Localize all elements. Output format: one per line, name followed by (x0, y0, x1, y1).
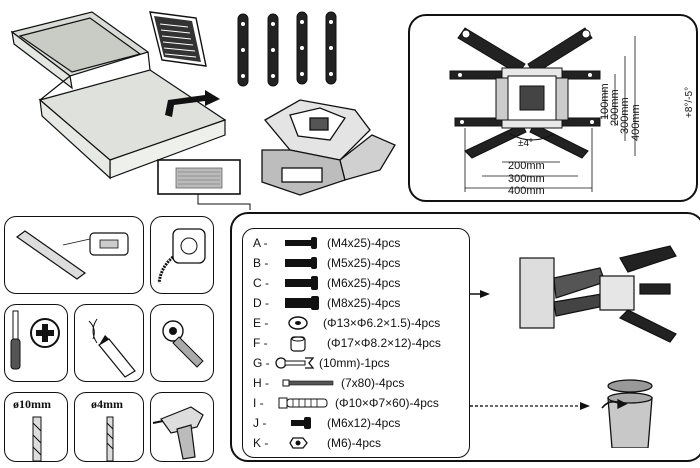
part-letter: C - (253, 276, 269, 290)
metal-drill-size: ø4mm (91, 397, 123, 411)
ratchet-wrench-icon (162, 320, 204, 368)
masonry-drill-bit-tool: ø10mm (4, 392, 68, 462)
rod-icon (282, 379, 334, 387)
wrench-icon (275, 357, 315, 369)
power-drill-tool (150, 392, 214, 462)
vesa-horizontal-300: 300mm (508, 173, 545, 185)
small-bolt-icon (291, 417, 311, 429)
rotation-label: ±4° (518, 138, 534, 149)
bracket-arm-upper-right (527, 27, 593, 75)
washer-icon (288, 316, 308, 330)
part-spec: (M6x12)-4pcs (327, 416, 401, 430)
power-drill-icon (152, 406, 204, 460)
part-letter: F - (253, 336, 268, 350)
anchor-icon (278, 397, 328, 409)
spirit-level-icon (15, 230, 129, 280)
arrow-icon (580, 402, 590, 410)
vesa-bracket-diagram (449, 27, 636, 192)
marking-pencil-tool (74, 304, 144, 382)
vesa-dimension-panel: 100mm 200mm 300mm 400mm 200mm 300mm 400m… (408, 14, 698, 202)
trash-bin-icon (601, 379, 653, 448)
part-letter: A - (253, 236, 268, 250)
part-spec: (M6x25)-4pcs (327, 276, 401, 290)
bolt-icon (285, 276, 318, 290)
part-letter: G - (253, 356, 270, 370)
pencil-icon (88, 318, 136, 378)
spacer-icon (290, 336, 306, 352)
parts-bag-illustration (157, 159, 241, 195)
tape-measure-icon (157, 228, 206, 284)
part-letter: I - (253, 396, 264, 410)
part-letter: D - (253, 296, 269, 310)
part-letter: B - (253, 256, 269, 270)
part-spec: (Φ13×Φ6.2×1.5)-4pcs (323, 316, 441, 330)
required-tools-grid: ø10mm ø4mm (0, 212, 220, 462)
open-box-illustration (10, 11, 227, 180)
connector-line (197, 194, 251, 210)
socket-wrench-tool (150, 304, 214, 382)
part-spec: (M6)-4pcs (327, 436, 382, 450)
part-letter: H - (253, 376, 269, 390)
masonry-drill-size: ø10mm (13, 397, 51, 411)
spirit-level-tool (4, 216, 144, 294)
wall-plate-illustration (261, 99, 396, 196)
assembly-result-illustration (470, 245, 677, 448)
manual-illustration (149, 11, 207, 67)
vesa-horizontal-200: 200mm (508, 160, 545, 172)
bracket-arm-bottom-left (464, 123, 527, 159)
metal-drill-bit-tool: ø4mm (74, 392, 144, 462)
vesa-horizontal-400: 400mm (508, 185, 545, 197)
package-contents-illustration (10, 11, 396, 210)
bolt-icon (285, 296, 319, 310)
hardware-parts-list: A - (M4x25)-4pcs B - (M5x25)-4pcs C - (M… (242, 228, 470, 458)
part-spec: (M5x25)-4pcs (327, 256, 401, 270)
bolt-icon (285, 237, 317, 249)
arrow-icon (165, 90, 220, 117)
part-spec: (Φ10×Φ7×60)-4pcs (335, 396, 439, 410)
part-spec: (Φ17×Φ8.2×12)-4pcs (327, 336, 441, 350)
bracket-arm-bottom-right (529, 123, 589, 159)
strap-rails-illustration (237, 11, 337, 87)
tape-measure-tool (150, 216, 214, 294)
bolt-icon (285, 257, 317, 269)
arrow-icon (480, 290, 490, 298)
part-letter: K - (253, 436, 269, 450)
part-spec: (10mm)-1pcs (319, 356, 390, 370)
part-spec: (7x80)-4pcs (341, 376, 405, 390)
part-letter: J - (253, 416, 267, 430)
part-spec: (M8x25)-4pcs (327, 296, 401, 310)
part-spec: (M4x25)-4pcs (327, 236, 401, 250)
vesa-vertical-400: 400mm (630, 104, 642, 141)
part-letter: E - (253, 316, 269, 330)
phillips-screwdriver-icon (10, 310, 60, 370)
bracket-arm-upper-left (457, 27, 526, 75)
tilt-label: +8°/-5° (684, 86, 695, 118)
mounted-bracket-illustration (519, 245, 677, 343)
screwdriver-tool (4, 304, 68, 382)
